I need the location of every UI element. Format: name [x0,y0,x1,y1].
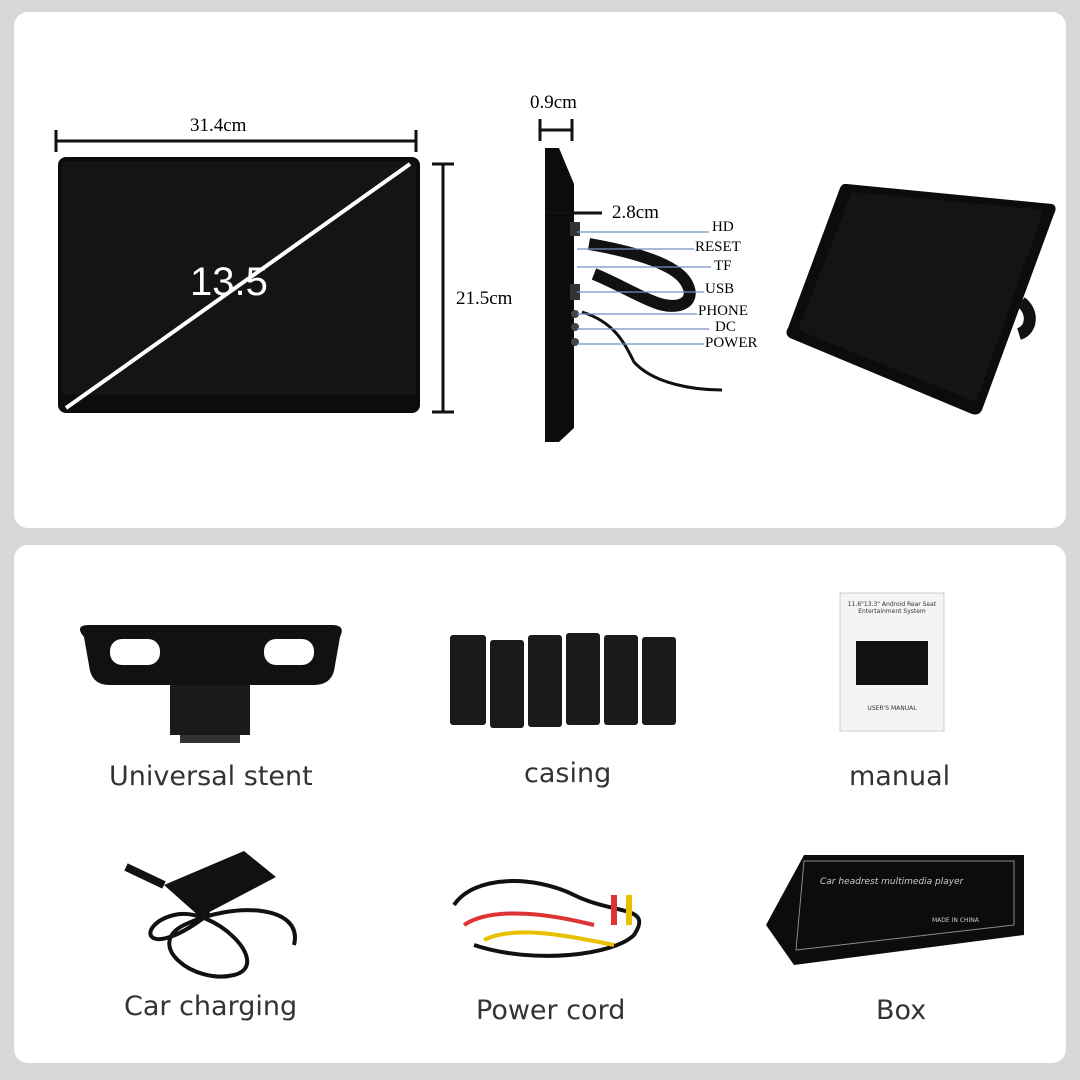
label-power-cord: Power cord [476,995,626,1026]
side-view [538,119,723,442]
angled-view [786,183,1056,415]
port-label-reset: RESET [695,239,741,255]
thickness-label: 2.8cm [612,202,659,223]
label-car-charging: Car charging [124,991,298,1022]
diagonal-line [64,162,412,410]
accessories-panel: 11.6"13.3" Android Rear Seat Entertainme… [14,545,1066,1063]
box-footer: MADE IN CHINA [932,917,979,924]
width-label: 31.4cm [190,115,247,136]
depth-label: 0.9cm [530,92,577,113]
car-charger-icon [124,851,297,979]
port-lines [577,231,711,345]
manual-booklet-icon [839,592,945,732]
port-label-tf: TF [714,258,732,274]
gift-box-icon [766,855,1024,965]
screen-size-label: 13.5 [190,260,268,304]
height-label: 21.5cm [456,288,513,309]
height-dimension [432,162,454,414]
port-label-hd: HD [712,219,734,235]
manual-footer: USER'S MANUAL [867,705,917,712]
port-label-power: POWER [705,335,758,351]
device-diagram [54,119,1056,442]
port-label-usb: USB [705,281,735,297]
box-title: Car headrest multimedia player [820,877,964,887]
label-manual: manual [849,761,951,792]
width-dimension [54,130,418,152]
label-universal-stent: Universal stent [109,761,313,792]
manual-title: 11.6"13.3" Android Rear Seat Entertainme… [847,601,937,615]
dimensions-panel: 31.4cm 21.5cm 0.9cm 2.8cm 13.5 HD RESET … [14,12,1066,528]
port-label-phone: PHONE [698,303,749,319]
stent-bracket-icon [80,625,342,743]
accessories-art [80,592,1024,979]
power-cord-icon [452,879,642,958]
label-box: Box [876,995,927,1026]
casing-clips-icon [450,633,676,728]
port-label-dc: DC [715,319,736,335]
label-casing: casing [524,758,612,789]
